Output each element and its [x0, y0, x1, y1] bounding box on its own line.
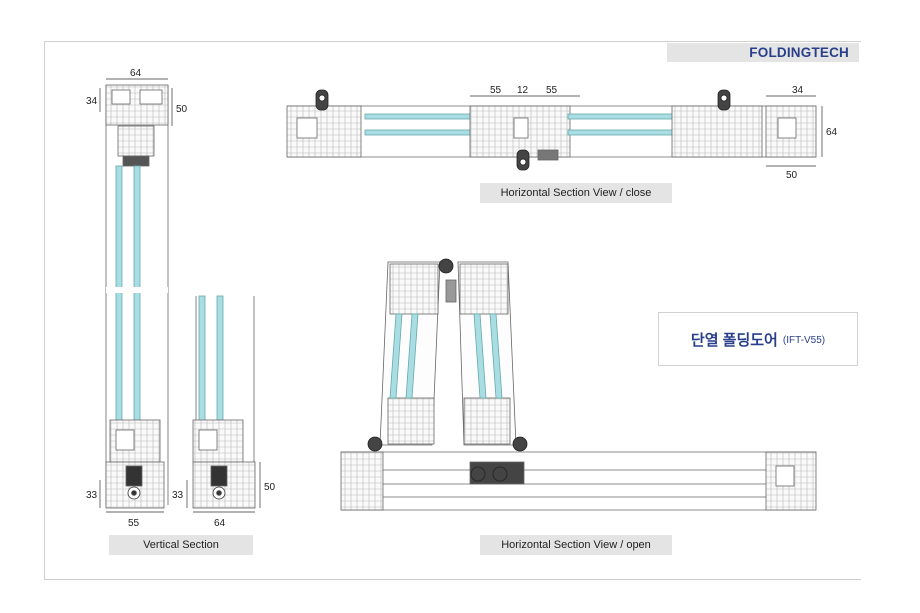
- dim-vertical-bottom-left-height: 33: [86, 490, 98, 501]
- dim-close-left: 55: [490, 85, 502, 96]
- dim-vertical-bottom-right-side: 50: [264, 482, 276, 493]
- dimension-labels: 64 34 50 33 55 33 64 50 55 12 55 34 64 5…: [86, 68, 838, 529]
- caption-open: Horizontal Section View / open: [480, 535, 672, 555]
- caption-close: Horizontal Section View / close: [480, 183, 672, 203]
- dimension-lines-vertical: [99, 78, 261, 513]
- dim-vertical-bottom-left-width: 55: [128, 518, 140, 529]
- dim-close-end-bottom: 50: [786, 170, 798, 181]
- brand-logo: FOLDINGTECH: [667, 43, 859, 62]
- horizontal-open-frame: [340, 451, 817, 511]
- dim-vertical-top-width: 64: [130, 68, 142, 79]
- dim-close-right: 55: [546, 85, 558, 96]
- dim-close-end-side: 64: [826, 127, 838, 138]
- product-name: 단열 폴딩도어: [690, 331, 778, 349]
- dim-vertical-top-left: 34: [86, 96, 98, 107]
- vertical-section-right: [192, 295, 256, 509]
- vertical-section-left: [105, 84, 169, 509]
- dim-close-end-top: 34: [792, 85, 804, 96]
- dim-vertical-bottom-right-height: 33: [172, 490, 184, 501]
- horizontal-close-section: [286, 105, 817, 161]
- dim-close-mid: 12: [517, 85, 529, 96]
- product-label: 단열 폴딩도어 (IFT-V55): [658, 312, 858, 366]
- caption-vertical: Vertical Section: [109, 535, 253, 555]
- open-rollers: [367, 258, 528, 482]
- dim-vertical-top-right: 50: [176, 104, 188, 115]
- dimension-lines-close: [470, 95, 823, 167]
- close-rollers: [315, 89, 731, 171]
- drawing-frame: [44, 41, 861, 580]
- horizontal-open-leaves: [379, 261, 517, 446]
- product-code: (IFT-V55): [782, 335, 826, 346]
- dim-vertical-bottom-right-width: 64: [214, 518, 226, 529]
